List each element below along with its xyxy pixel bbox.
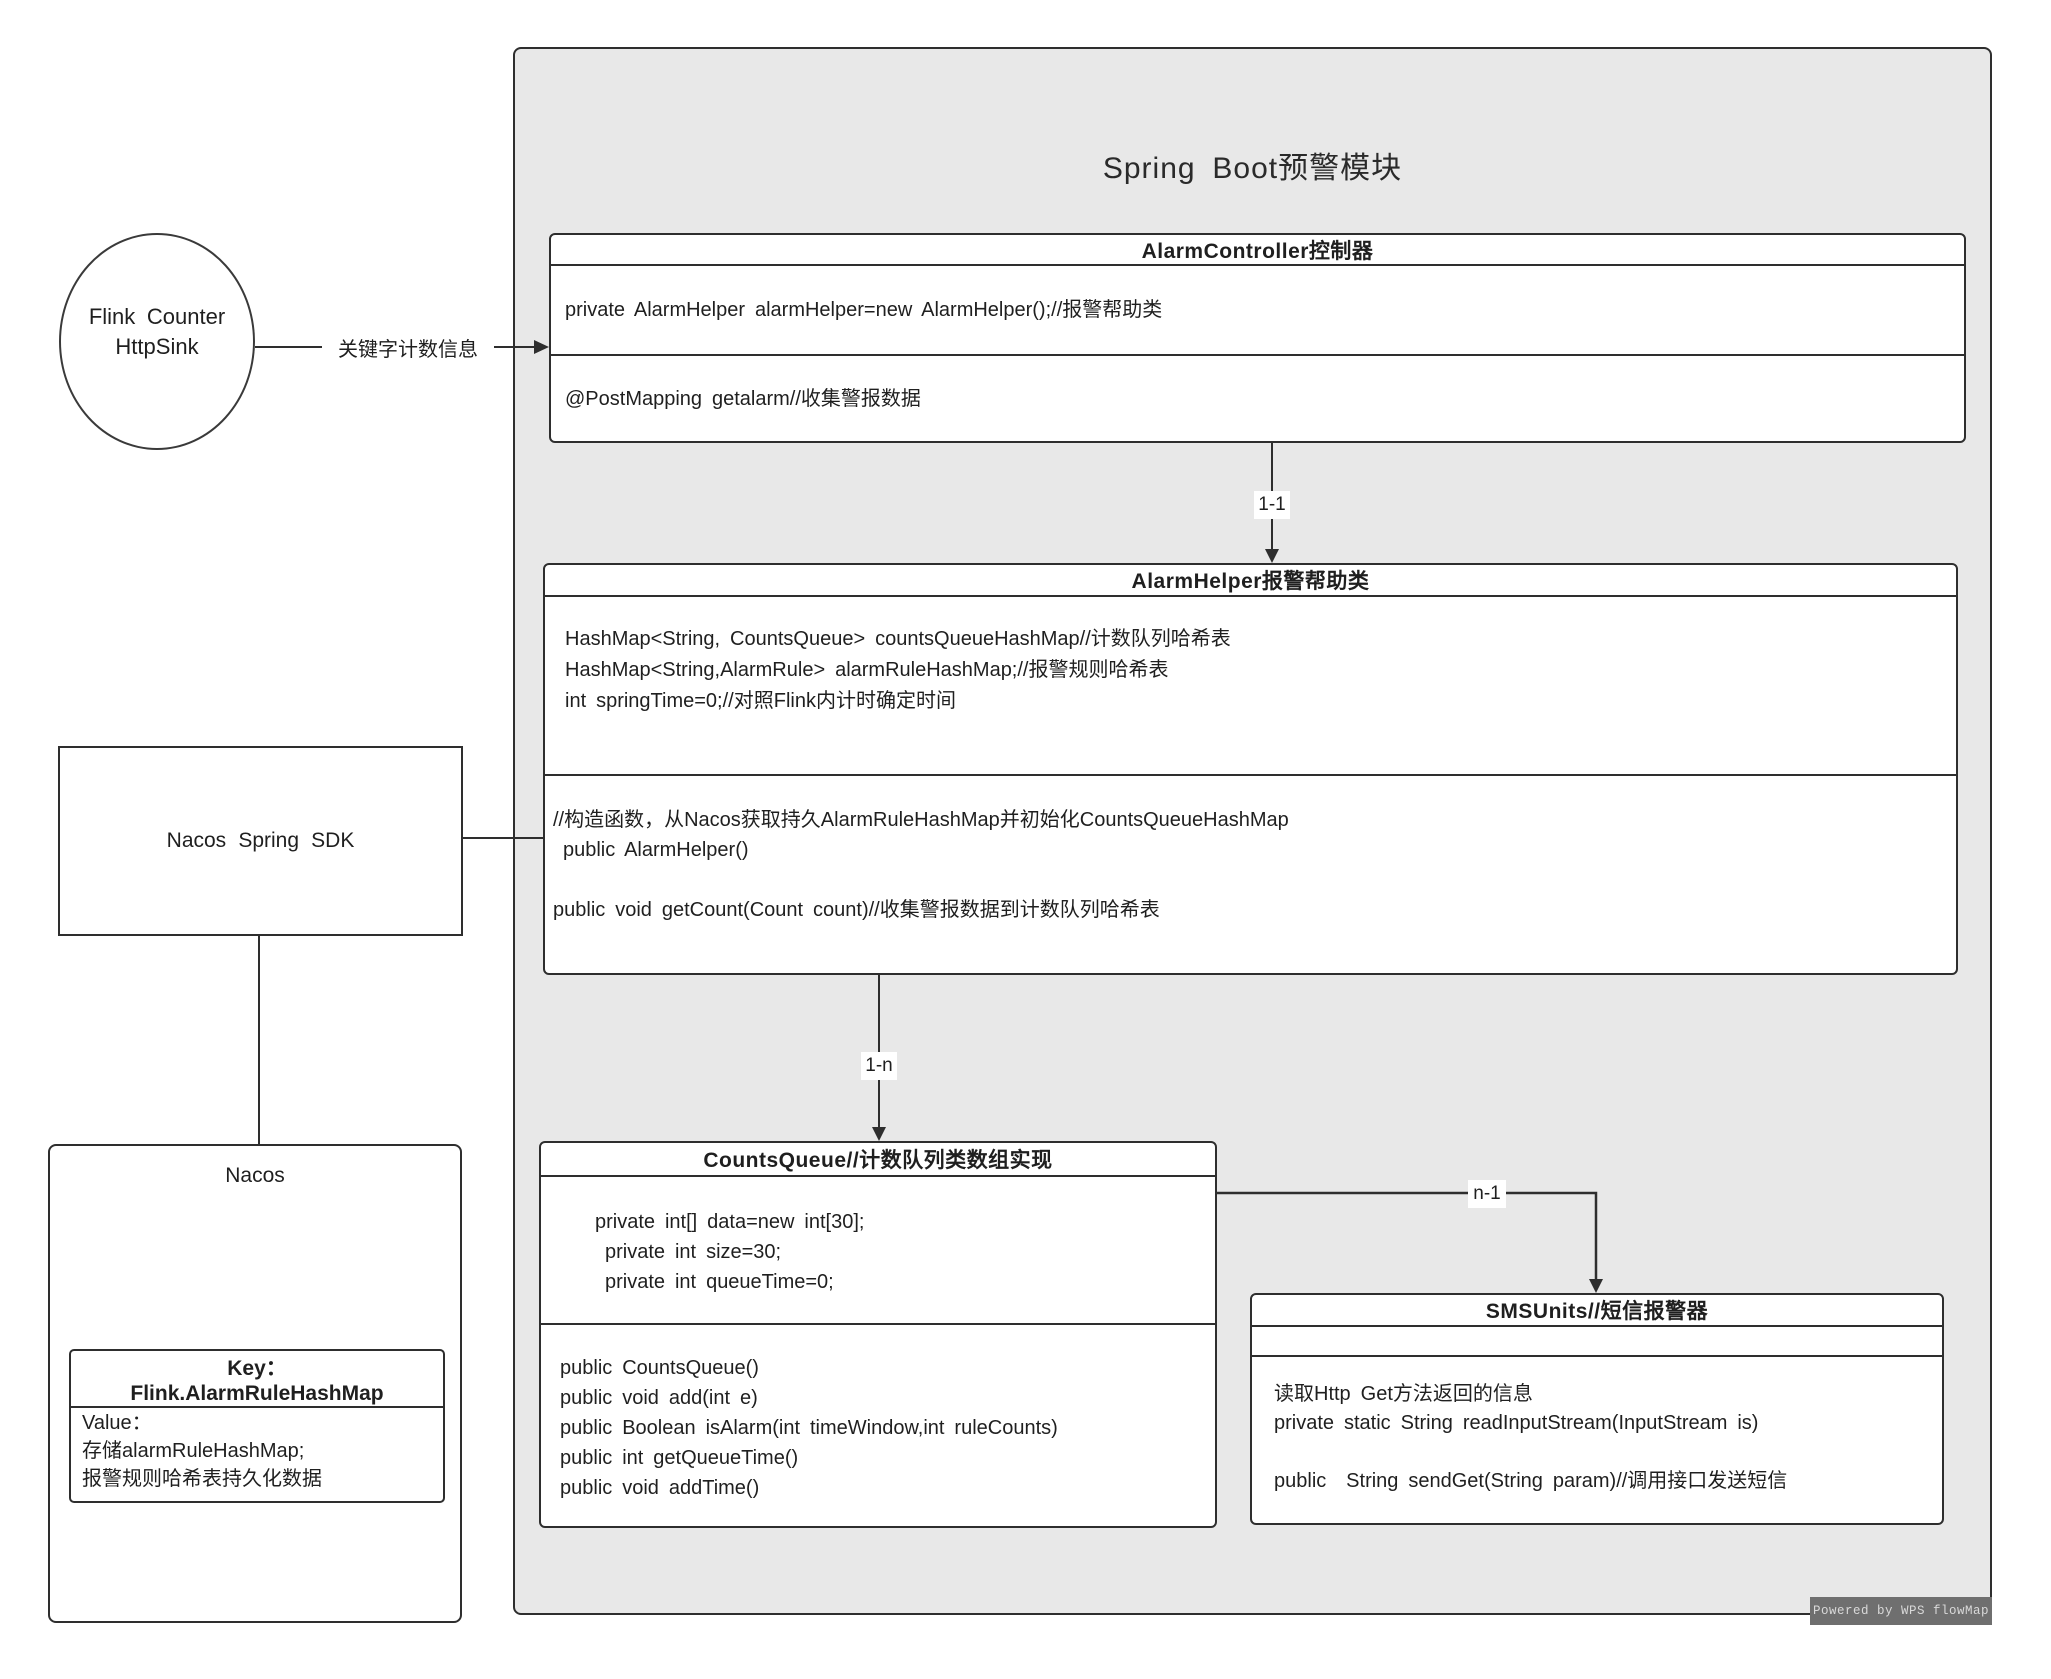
counts-queue-method: public void addTime() (560, 1477, 760, 1499)
sms-units-method: 读取Http Get方法返回的信息 (1274, 1383, 1533, 1405)
counts-queue-method: public int getQueueTime() (560, 1447, 799, 1469)
nacos-key-name: Flink.AlarmRuleHashMap (130, 1382, 384, 1405)
alarm-helper-title: AlarmHelper报警帮助类 (545, 565, 1956, 597)
alarm-controller-field: private AlarmHelper alarmHelper=new Alar… (565, 299, 1163, 321)
module-title: Spring Boot预警模块 (1102, 152, 1403, 185)
alarm-controller-title: AlarmController控制器 (551, 235, 1964, 266)
alarm-controller-class-box[interactable]: AlarmController控制器 private AlarmHelper a… (549, 233, 1966, 443)
flink-node-label-line2: HttpSink (115, 333, 199, 359)
alarm-helper-method: public void getCount(Count count)//收集警报数… (553, 899, 1160, 921)
alarm-helper-method: public AlarmHelper() (553, 839, 749, 861)
sms-units-method-spacer (1274, 1438, 1932, 1467)
counts-queue-title: CountsQueue//计数队列类数组实现 (541, 1143, 1215, 1177)
nacos-key-header: Key： Flink.AlarmRuleHashMap (71, 1351, 443, 1408)
sms-units-method: private static String readInputStream(In… (1274, 1412, 1759, 1434)
alarm-controller-mapping: @PostMapping getalarm//收集警报数据 (565, 387, 921, 410)
edge-label-n-1: n-1 (1468, 1180, 1506, 1208)
counts-queue-class-box[interactable]: CountsQueue//计数队列类数组实现 private int[] dat… (539, 1141, 1217, 1528)
sms-units-class-box[interactable]: SMSUnits//短信报警器 读取Http Get方法返回的信息 privat… (1250, 1293, 1944, 1525)
nacos-value-line: 存储alarmRuleHashMap; (82, 1440, 305, 1462)
nacos-value-section: Value： 存储alarmRuleHashMap; 报警规则哈希表持久化数据 (71, 1408, 443, 1501)
alarm-helper-methods-section: //构造函数，从Nacos获取持久AlarmRuleHashMap并初始化Cou… (545, 776, 1956, 973)
alarm-helper-class-box[interactable]: AlarmHelper报警帮助类 HashMap<String, CountsQ… (543, 563, 1958, 975)
counts-queue-method: public Boolean isAlarm(int timeWindow,in… (560, 1417, 1058, 1439)
sms-units-empty-section (1252, 1327, 1942, 1357)
nacos-value-line: 报警规则哈希表持久化数据 (82, 1468, 322, 1490)
nacos-value-line: Value： (82, 1412, 152, 1434)
nacos-spring-sdk-label: Nacos Spring SDK (166, 829, 355, 852)
flink-counter-httpsink-node[interactable]: Flink Counter HttpSink (59, 233, 255, 450)
nacos-spring-sdk-box[interactable]: Nacos Spring SDK (58, 746, 463, 936)
alarm-helper-attribute: int springTime=0;//对照Flink内计时确定时间 (565, 690, 956, 712)
edge-label-keyword-count: 关键字计数信息 (322, 333, 494, 361)
flink-node-label-line1: Flink Counter (88, 303, 226, 329)
counts-queue-attribute: private int[] data=new int[30]; (595, 1211, 865, 1233)
edge-label-1-n: 1-n (861, 1052, 897, 1080)
nacos-title: Nacos (225, 1164, 285, 1187)
alarm-helper-attribute: HashMap<String,AlarmRule> alarmRuleHashM… (565, 659, 1169, 681)
wps-flowmap-watermark: Powered by WPS flowMap (1810, 1597, 1992, 1625)
alarm-helper-attribute: HashMap<String, CountsQueue> countsQueue… (565, 628, 1231, 650)
counts-queue-method: public CountsQueue() (560, 1357, 759, 1379)
alarm-helper-attributes-section: HashMap<String, CountsQueue> countsQueue… (545, 597, 1956, 776)
counts-queue-attribute: private int queueTime=0; (605, 1271, 834, 1293)
alarm-helper-method: //构造函数，从Nacos获取持久AlarmRuleHashMap并初始化Cou… (553, 809, 1289, 831)
counts-queue-methods-section: public CountsQueue() public void add(int… (541, 1325, 1215, 1526)
sms-units-title: SMSUnits//短信报警器 (1252, 1295, 1942, 1327)
nacos-key-value-box[interactable]: Key： Flink.AlarmRuleHashMap Value： 存储ala… (69, 1349, 445, 1503)
counts-queue-attributes-section: private int[] data=new int[30]; private … (541, 1177, 1215, 1325)
alarm-helper-method-spacer (553, 865, 1946, 895)
counts-queue-method: public void add(int e) (560, 1387, 758, 1409)
sms-units-method: public String sendGet(String param)//调用接… (1274, 1470, 1788, 1492)
alarm-controller-fields-section: private AlarmHelper alarmHelper=new Alar… (551, 266, 1964, 356)
edge-label-1-1: 1-1 (1254, 491, 1290, 519)
counts-queue-attribute: private int size=30; (605, 1241, 782, 1263)
alarm-controller-mapping-section: @PostMapping getalarm//收集警报数据 (551, 356, 1964, 441)
nacos-key-label: Key： (227, 1357, 287, 1380)
sms-units-methods-section: 读取Http Get方法返回的信息 private static String … (1252, 1357, 1942, 1523)
